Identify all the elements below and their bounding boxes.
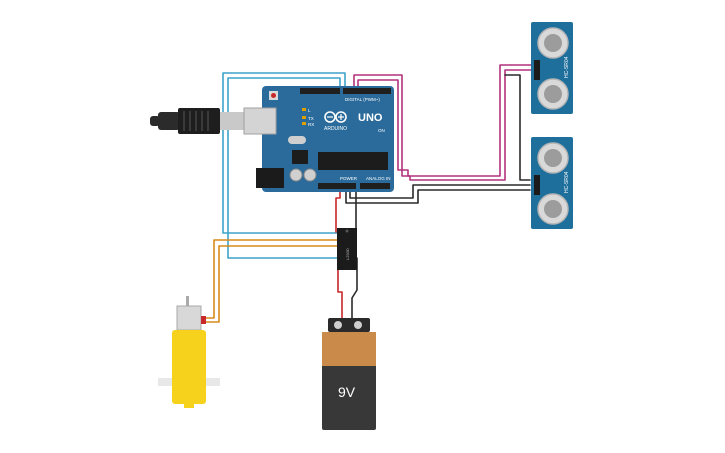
wire-cyan-2[interactable]	[227, 77, 341, 259]
wire-orange-2[interactable]	[205, 245, 338, 323]
ultrasonic-sensor-bottom[interactable]: HC-SR04	[531, 137, 573, 229]
driver-chip-label: L293D	[345, 248, 350, 260]
wire-orange-1[interactable]	[205, 239, 338, 319]
arduino-brand: ARDUINO	[324, 126, 347, 132]
atmega-chip	[318, 152, 388, 170]
usb-plug-icon[interactable]	[150, 108, 244, 134]
wire-black-5[interactable]	[351, 257, 358, 319]
battery-voltage-label: 9V	[338, 384, 356, 400]
digital-header-2	[343, 88, 391, 94]
crystal	[288, 136, 306, 144]
arduino-model: UNO	[358, 112, 383, 124]
power-label: POWER	[340, 176, 358, 181]
digital-label: DIGITAL (PWM~)	[345, 97, 380, 102]
sensor-top-label: HC-SR04	[564, 56, 570, 78]
wire-black-2[interactable]	[345, 189, 531, 204]
arduino-uno-board[interactable]: ARDUINO UNO DIGITAL (PWM~) POWER ANALOG …	[243, 86, 394, 192]
wire-magenta-2[interactable]	[357, 64, 537, 177]
on-led-label: ON	[378, 128, 385, 133]
rx-led-label: RX	[308, 122, 314, 127]
sensor-bottom-label: HC-SR04	[564, 171, 570, 193]
tx-led-label: TX	[308, 116, 314, 121]
dc-jack	[256, 168, 284, 188]
digital-header-1	[300, 88, 340, 94]
wire-red-2[interactable]	[337, 257, 343, 319]
usb-chip	[292, 150, 308, 164]
wire-black-3[interactable]	[504, 74, 531, 181]
wire-cyan-1[interactable]	[222, 72, 346, 234]
usb-socket	[243, 107, 277, 135]
analog-label: ANALOG IN	[366, 176, 391, 181]
ultrasonic-sensor-top[interactable]: HC-SR04	[531, 22, 573, 114]
wires	[205, 64, 537, 323]
motor-driver[interactable]: L293D	[337, 228, 357, 270]
power-header	[318, 183, 356, 189]
arduino-logo-icon	[324, 111, 347, 123]
analog-header	[360, 183, 390, 189]
wire-black-1[interactable]	[349, 184, 531, 199]
l-led-label: L	[308, 108, 311, 113]
dc-gear-motor[interactable]	[158, 296, 220, 408]
capacitor-1	[289, 168, 303, 182]
wire-red-1[interactable]	[335, 189, 341, 233]
battery-9v[interactable]: 9V	[322, 318, 376, 430]
capacitor-2	[303, 168, 317, 182]
